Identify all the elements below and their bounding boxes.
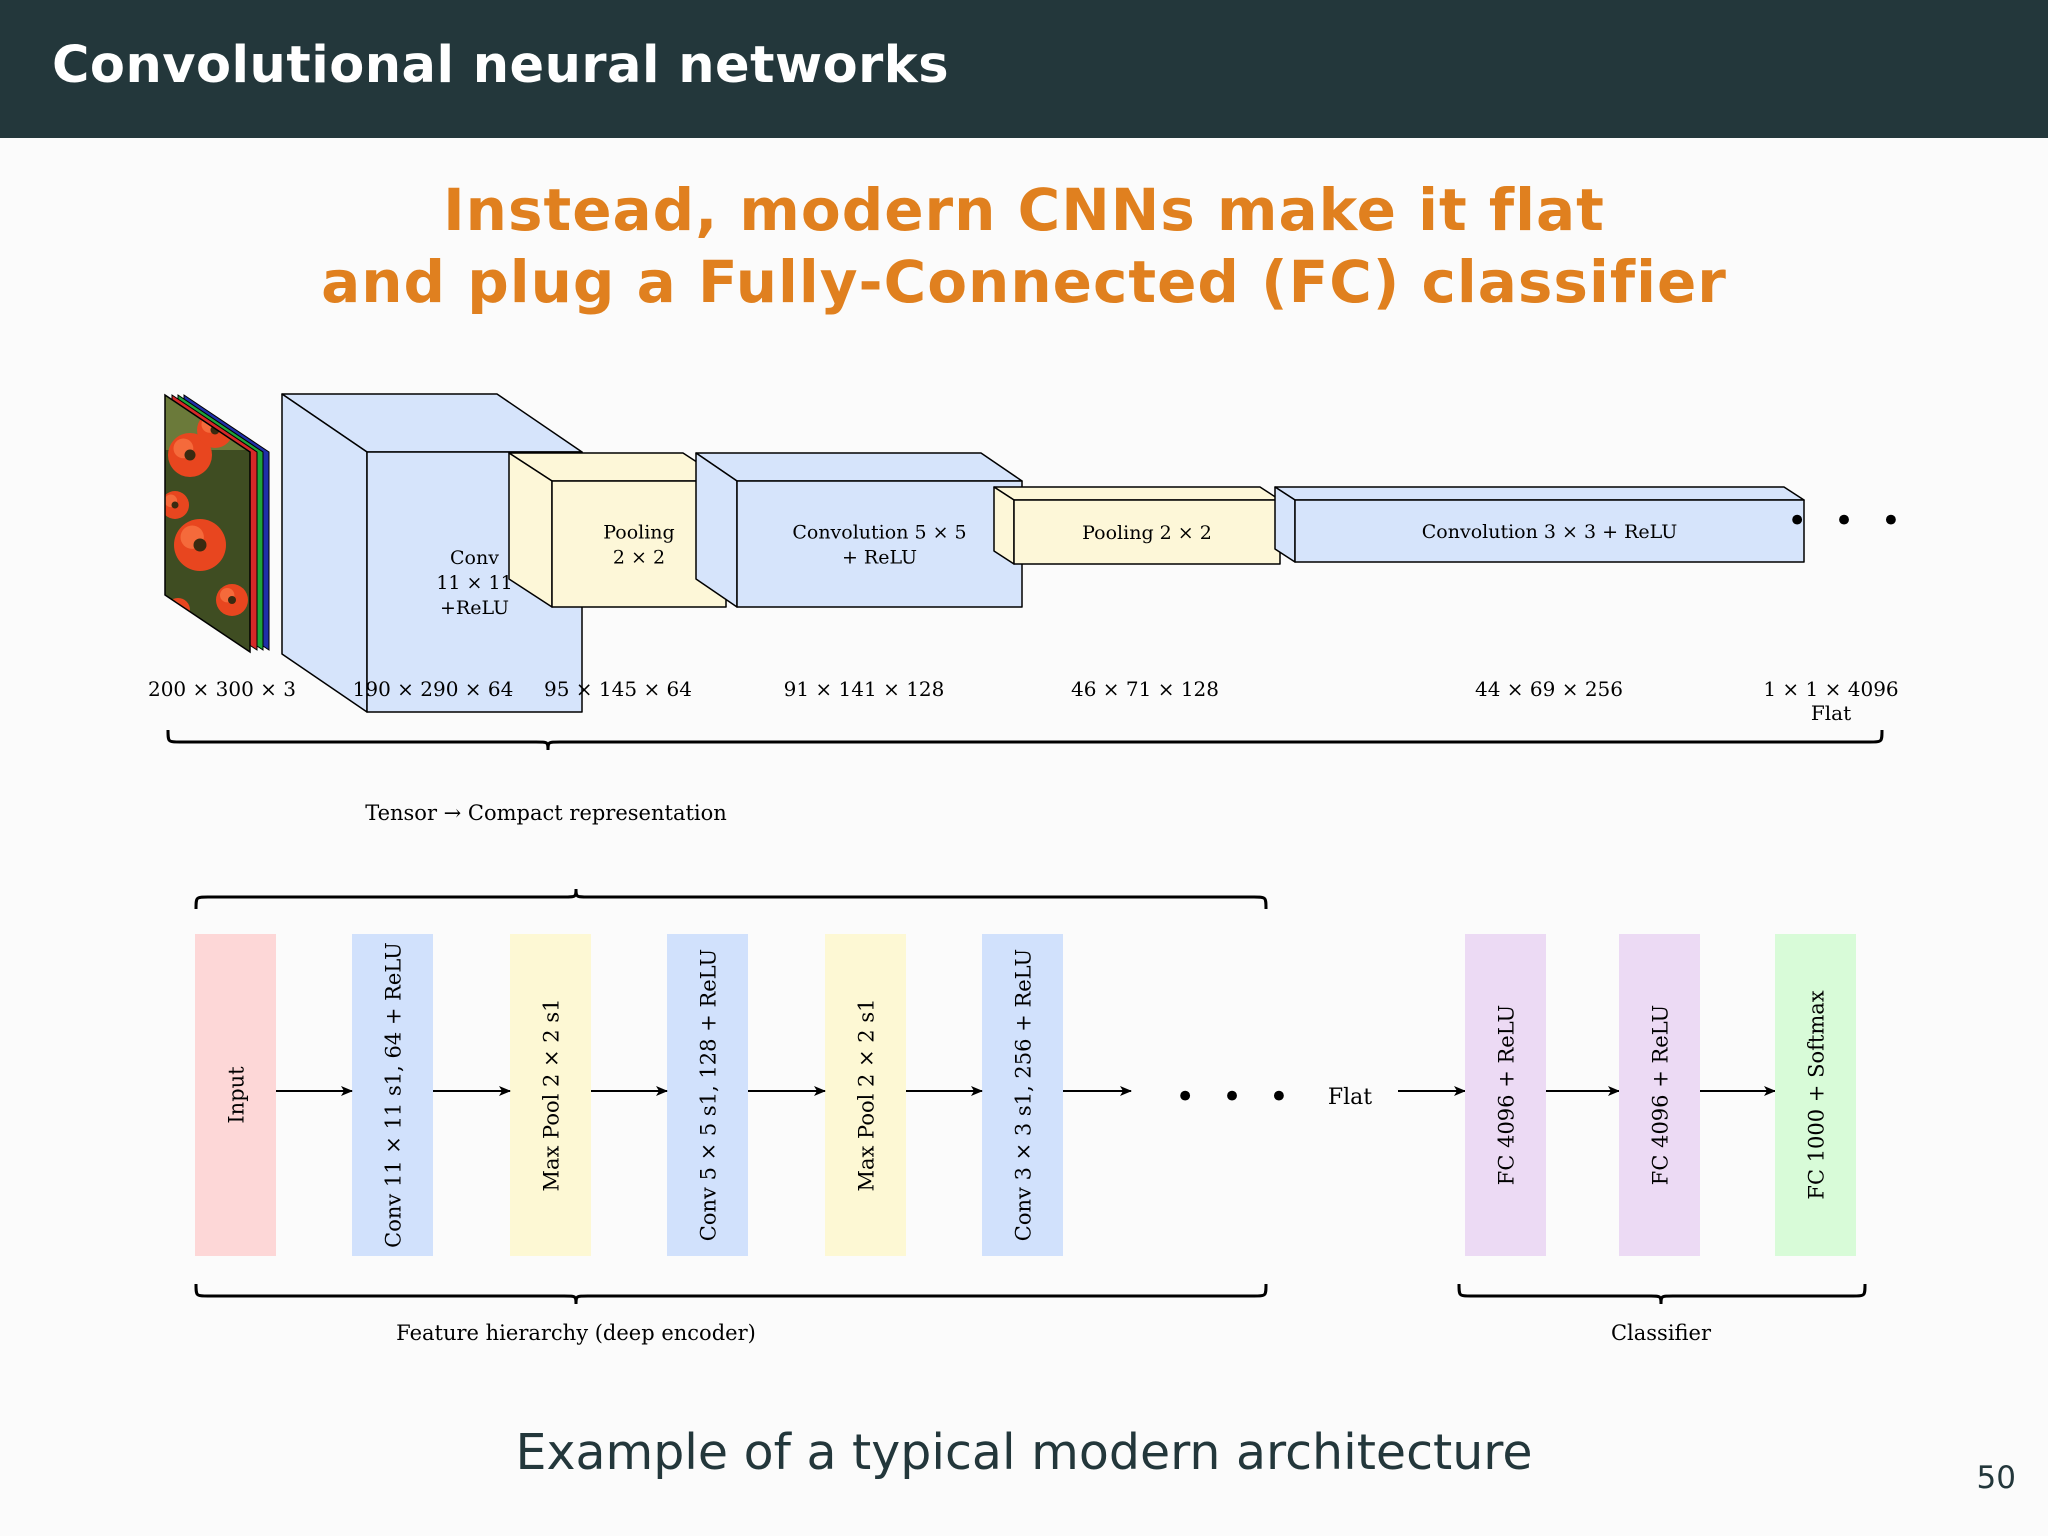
- pipeline-layer-5: Max Pool 2 × 2 s1: [825, 934, 906, 1256]
- tensor-block-label: +ReLU: [440, 597, 509, 619]
- pipeline-diagram: Input Conv 11 × 11 s1, 64 + ReLU Max Pool …: [194, 888, 1867, 1345]
- classifier-layer-label: FC 4096 + ReLU: [1649, 1005, 1673, 1185]
- tensor-diagram: Conv 11 × 11 +ReLU Pooling 2 × 2 Convolution …: [148, 393, 1909, 825]
- classifier-label: Classifier: [1611, 1321, 1712, 1345]
- encoder-label: Feature hierarchy (deep encoder): [396, 1321, 756, 1345]
- tensor-block-label: Convolution 3 × 3 + ReLU: [1422, 521, 1677, 543]
- pipeline-layer-4: Conv 5 × 5 s1, 128 + ReLU: [667, 934, 748, 1256]
- tensor-flat-label: Flat: [1811, 701, 1851, 725]
- tensor-dim-label: 1 × 1 × 4096: [1763, 677, 1898, 701]
- classifier-layer-2: FC 4096 + ReLU: [1619, 934, 1700, 1256]
- classifier-layer-1: FC 4096 + ReLU: [1465, 934, 1546, 1256]
- tensor-block-2: Pooling 2 × 2: [508, 452, 727, 608]
- tensor-block-label: Pooling 2 × 2: [1082, 522, 1212, 544]
- page-number: 50: [1976, 1460, 2016, 1496]
- tensor-block-label: 2 × 2: [613, 547, 665, 569]
- pipeline-layer-2: Conv 11 × 11 s1, 64 + ReLU: [352, 934, 433, 1256]
- pipeline-layer-label: Input: [225, 1066, 249, 1124]
- tensor-block-label: + ReLU: [842, 547, 917, 569]
- pipeline-flat-label: Flat: [1328, 1085, 1372, 1110]
- tensor-dim-label: 95 × 145 × 64: [544, 677, 692, 701]
- pipeline-layer-label: Max Pool 2 × 2 s1: [855, 999, 879, 1192]
- slide-header: Convolutional neural networks: [0, 0, 2048, 138]
- classifier-layer-label: FC 1000 + Softmax: [1805, 990, 1829, 1199]
- slide-caption: Example of a typical modern architecture: [515, 1424, 1533, 1481]
- tensor-block-label: Conv: [450, 547, 499, 569]
- pipeline-layer-label: Conv 3 × 3 s1, 256 + ReLU: [1012, 949, 1036, 1241]
- classifier-brace: [1457, 1283, 1867, 1305]
- tensor-block-5: Convolution 3 × 3 + ReLU: [1274, 486, 1805, 563]
- subtitle-line-2: and plug a Fully-Connected (FC) classifi…: [321, 248, 1727, 316]
- tensor-brace: [166, 729, 1884, 751]
- tensor-dim-label: 200 × 300 × 3: [148, 677, 296, 701]
- tensor-dim-label: 190 × 290 × 64: [353, 677, 514, 701]
- classifier-layer-label: FC 4096 + ReLU: [1495, 1005, 1519, 1185]
- pipeline-layer-1: Input: [195, 934, 276, 1256]
- pipeline-layer-label: Conv 11 × 11 s1, 64 + ReLU: [382, 942, 406, 1248]
- tensor-ellipsis: • • •: [1787, 501, 1909, 541]
- subtitle-line-1: Instead, modern CNNs make it flat: [443, 176, 1605, 244]
- tensor-dim-label: 91 × 141 × 128: [784, 677, 945, 701]
- encoder-bottom-brace: [194, 1283, 1268, 1305]
- input-image: [164, 393, 270, 654]
- pipeline-layer-3: Max Pool 2 × 2 s1: [510, 934, 591, 1256]
- pipeline-ellipsis: • • •: [1175, 1077, 1297, 1117]
- tensor-block-label: Pooling: [603, 522, 674, 544]
- tensor-dim-label: 44 × 69 × 256: [1475, 677, 1623, 701]
- tensor-block-4: Pooling 2 × 2: [993, 486, 1281, 565]
- tensor-block-label: 11 × 11: [436, 572, 512, 594]
- tensor-brace-label: Tensor → Compact representation: [365, 801, 727, 825]
- encoder-top-brace: [194, 888, 1268, 910]
- tensor-dim-label: 46 × 71 × 128: [1071, 677, 1219, 701]
- pipeline-layer-label: Max Pool 2 × 2 s1: [540, 999, 564, 1192]
- pipeline-layer-6: Conv 3 × 3 s1, 256 + ReLU: [982, 934, 1063, 1256]
- tensor-block-3: Convolution 5 × 5 + ReLU: [695, 452, 1023, 608]
- classifier-layer-3: FC 1000 + Softmax: [1775, 934, 1856, 1256]
- pipeline-layer-label: Conv 5 × 5 s1, 128 + ReLU: [697, 949, 721, 1241]
- tensor-block-label: Convolution 5 × 5: [792, 522, 966, 544]
- slide-title: Convolutional neural networks: [52, 36, 950, 95]
